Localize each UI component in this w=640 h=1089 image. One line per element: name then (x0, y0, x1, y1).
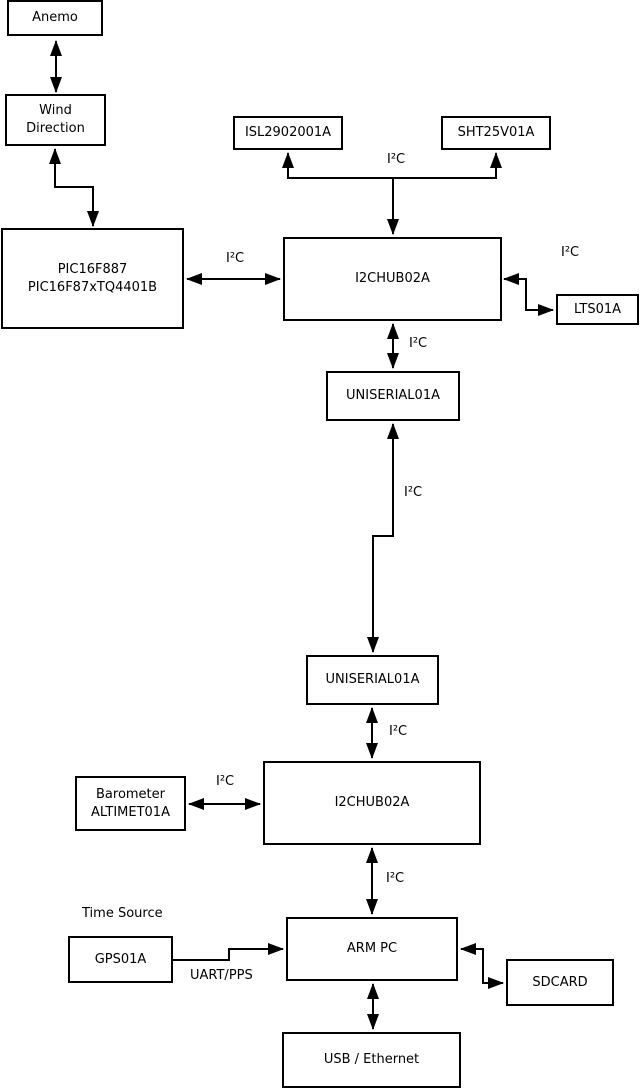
node-anemometer: Anemo (7, 0, 103, 36)
node-lts01a: LTS01A (556, 294, 639, 325)
i2c-label-hub1-uniserial: I²C (409, 336, 428, 351)
node-pic-microcontroller: PIC16F887 PIC16F87xTQ4401B (1, 228, 184, 329)
edge-uniserial1-uniserial2 (367, 423, 399, 653)
node-usb-ethernet: USB / Ethernet (282, 1032, 461, 1088)
time-source-label: Time Source (82, 906, 163, 921)
i2c-label-hub2-armpc: I²C (386, 871, 405, 886)
node-arm-pc: ARM PC (286, 917, 458, 981)
node-isl2902001a: ISL2902001A (233, 116, 343, 150)
edge-hub1-lts (503, 273, 554, 316)
i2c-label-uniserial-hub2: I²C (389, 724, 408, 739)
node-barometer: Barometer ALTIMET01A (75, 776, 186, 831)
edge-armpc-sdcard (460, 943, 504, 989)
i2c-label-pic-hub: I²C (226, 251, 245, 266)
i2c-label-uniserial-link: I²C (404, 485, 423, 500)
edge-gps-armpc (173, 943, 284, 961)
node-wind-direction: Wind Direction (5, 94, 106, 146)
node-gps01a: GPS01A (68, 936, 173, 983)
node-sht25v01a: SHT25V01A (441, 116, 551, 150)
i2c-label-lts: I²C (561, 245, 580, 260)
uart-pps-label: UART/PPS (190, 968, 253, 983)
i2c-label-sensor-branch: I²C (387, 152, 406, 167)
edge-wind-pic (49, 148, 99, 227)
node-uniserial-top: UNISERIAL01A (326, 371, 460, 421)
node-i2c-hub-top: I2CHUB02A (283, 237, 502, 321)
node-i2c-hub-bottom: I2CHUB02A (263, 761, 481, 845)
node-uniserial-bottom: UNISERIAL01A (306, 655, 439, 705)
node-sdcard: SDCARD (506, 959, 614, 1006)
i2c-label-barometer: I²C (216, 774, 235, 789)
